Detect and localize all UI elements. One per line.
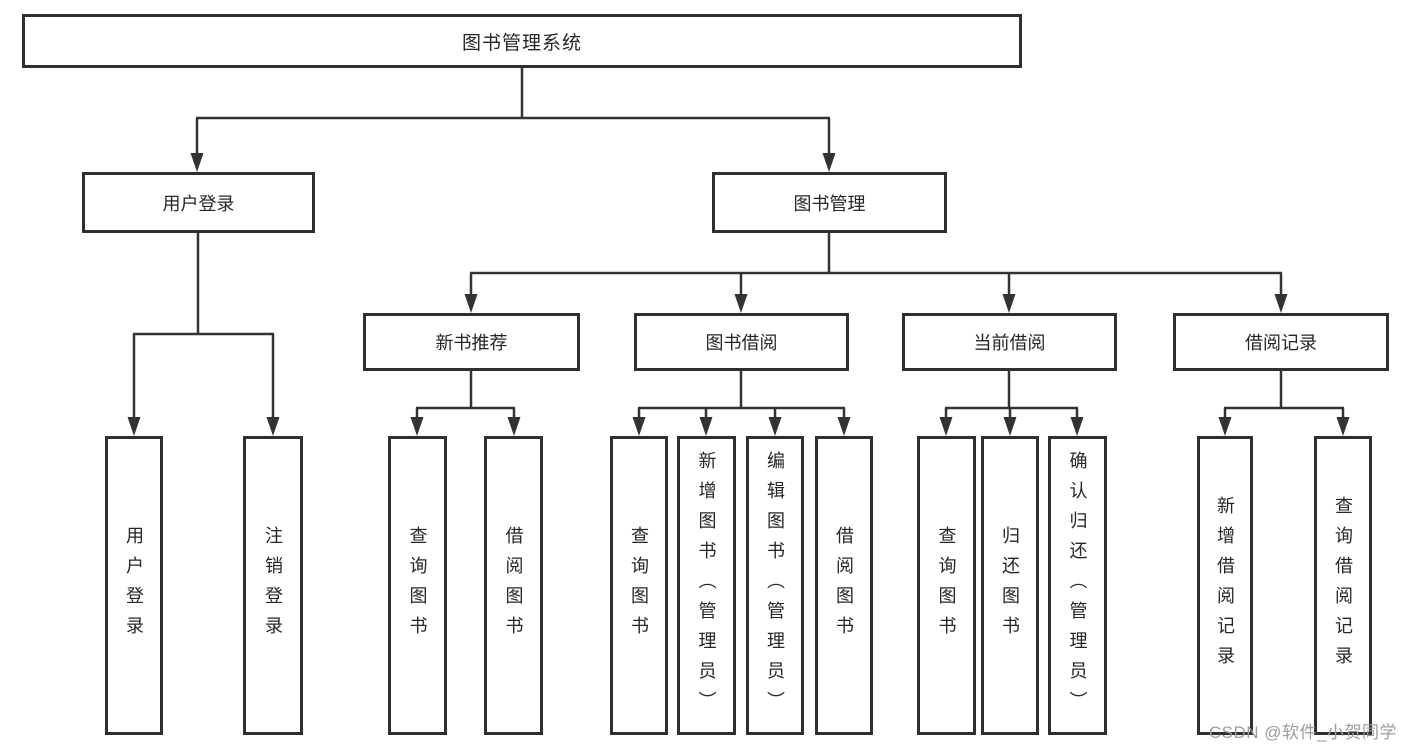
leaf-query-borrow-record: 查询借阅记录 [1314,436,1372,735]
leaf-borrow-books-recommend: 借阅图书 [484,436,543,735]
node-label: 查询图书 [407,525,428,646]
node-label: 新增借阅记录 [1215,495,1235,676]
leaf-query-books-borrowing: 查询图书 [610,436,668,735]
leaf-query-books-recommend: 查询图书 [388,436,447,735]
node-label: 注销登录 [263,525,283,646]
node-new-book-recommend: 新书推荐 [363,313,580,371]
node-label: 用户登录 [124,525,144,646]
node-label: 归还图书 [1000,525,1020,646]
node-label: 查询图书 [936,525,957,646]
leaf-query-books-current: 查询图书 [917,436,976,735]
node-current-borrowing: 当前借阅 [902,313,1117,371]
leaf-confirm-return-admin: 确认归还（管理员） [1048,436,1107,735]
node-label: 图书管理系统 [461,32,582,54]
node-label: 用户登录 [162,193,235,214]
node-book-management: 图书管理 [712,172,947,233]
leaf-borrow-books: 借阅图书 [815,436,873,735]
csdn-watermark: CSDN @软件_小贺同学 [1208,723,1397,742]
node-label: 借阅图书 [503,525,524,646]
arrowheads [127,153,1350,436]
leaf-edit-books-admin: 编辑图书（管理员） [746,436,804,735]
node-label: 当前借阅 [973,333,1046,353]
node-label: 新增图书（管理员） [696,450,717,721]
node-label: 新书推荐 [435,333,508,353]
node-label: 查询借阅记录 [1333,495,1353,676]
node-book-borrowing: 图书借阅 [634,313,849,371]
node-label: 图书借阅 [705,333,778,353]
node-borrowing-records: 借阅记录 [1173,313,1389,371]
node-user-login-group: 用户登录 [82,172,315,233]
leaf-add-books-admin: 新增图书（管理员） [677,436,736,735]
node-label: 确认归还（管理员） [1067,450,1088,721]
node-label: 借阅记录 [1245,333,1317,353]
node-label: 借阅图书 [834,525,854,646]
node-label: 查询图书 [629,525,649,646]
leaf-user-login: 用户登录 [105,436,163,735]
leaf-add-borrow-record: 新增借阅记录 [1197,436,1253,735]
leaf-logout: 注销登录 [243,436,303,735]
leaf-return-books: 归还图书 [981,436,1039,735]
node-library-management-system: 图书管理系统 [22,14,1022,68]
node-label: 编辑图书（管理员） [765,450,785,721]
node-label: 图书管理 [793,193,866,214]
